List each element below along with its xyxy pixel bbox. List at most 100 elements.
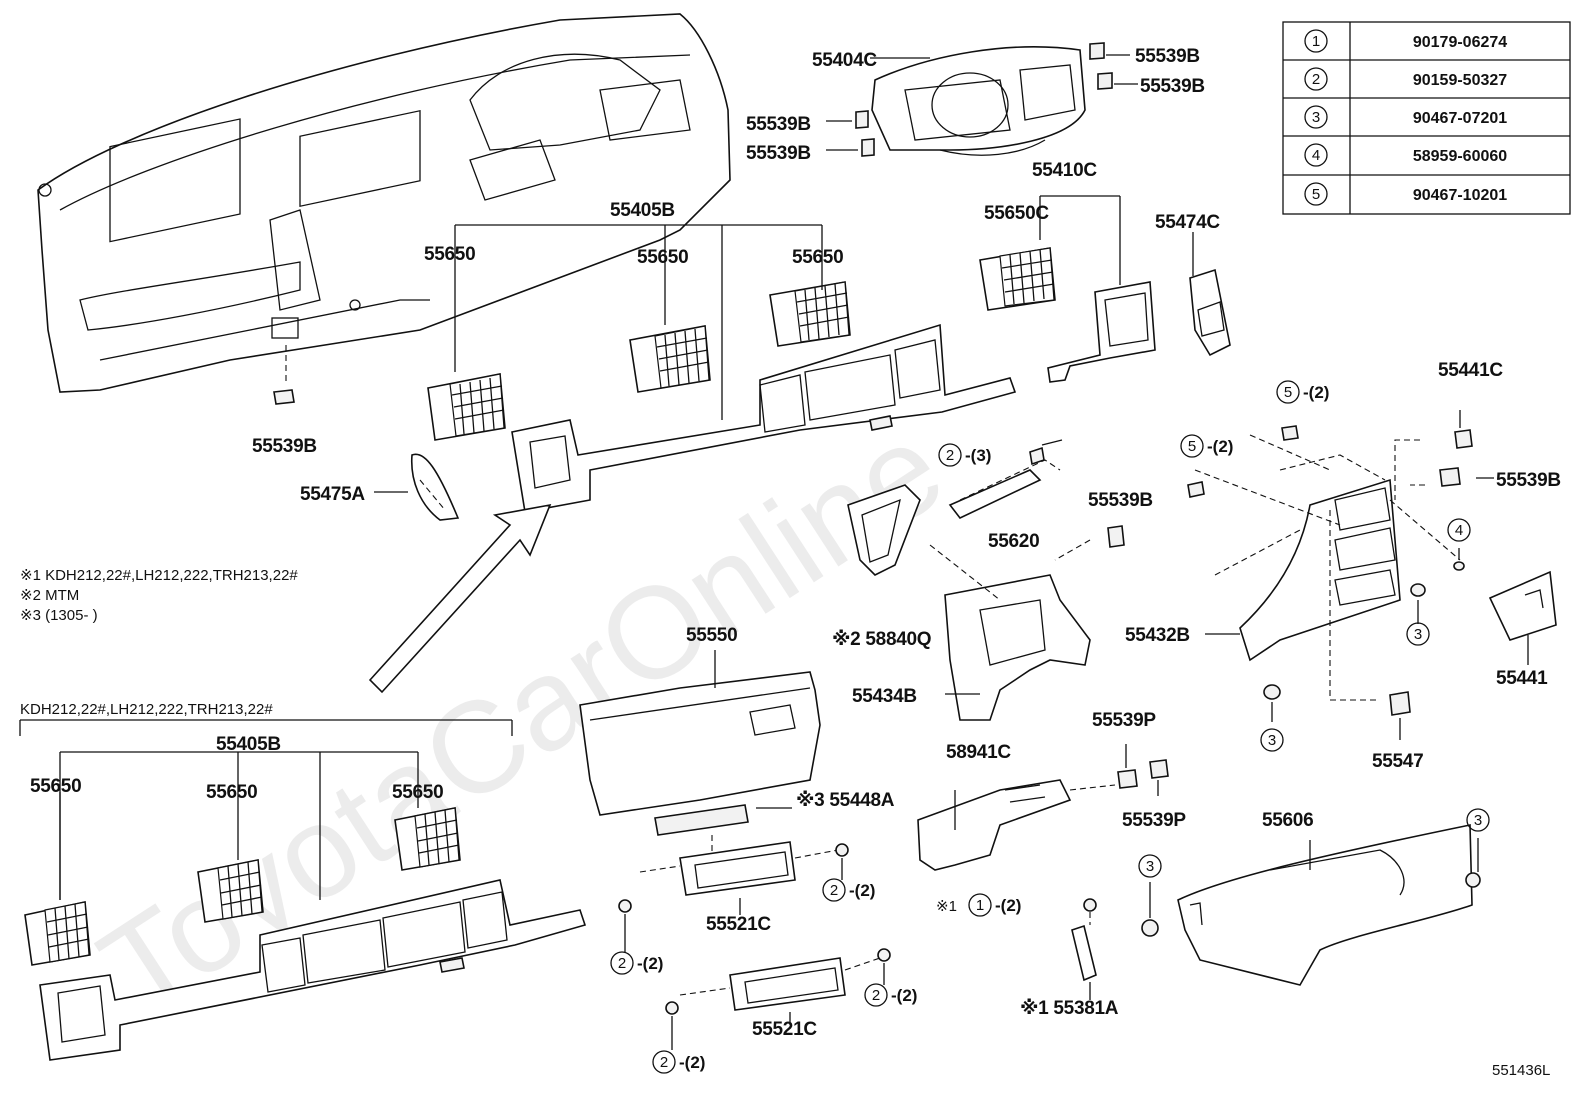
table-row: 2 90159-50327 — [1304, 67, 1507, 91]
label-55434B: 55434B — [852, 686, 917, 707]
label-55405B: 55405B — [610, 200, 675, 221]
bezel-55410C-drawing — [1047, 281, 1156, 383]
panel-55434B-drawing — [944, 525, 1125, 721]
bracket-55620-drawing — [948, 446, 1061, 519]
label-55650: 55650 — [30, 776, 81, 797]
table-part-number: 90179-06274 — [1413, 34, 1507, 51]
direction-arrow — [368, 503, 552, 694]
table-key: 4 — [1312, 147, 1320, 164]
label-ref-quantity: -(2) — [637, 954, 663, 973]
clip-55381A-drawing — [1071, 898, 1097, 982]
dashboard-frame-drawing — [37, 13, 731, 393]
label-55550: 55550 — [686, 625, 737, 646]
cluster-bezel-55404C-drawing — [855, 42, 1113, 157]
label-note-marker: ※1 — [936, 898, 957, 915]
label-55650C: 55650C — [984, 203, 1049, 224]
reference-table: 1 90179-06274 2 90159-50327 3 90467-0720… — [1282, 21, 1571, 215]
clip-55539B-right-drawing — [1439, 467, 1461, 487]
label-55521C: 55521C — [706, 914, 771, 935]
label-ref-2: 2 — [830, 882, 838, 899]
table-part-number: 90467-07201 — [1413, 110, 1507, 127]
label-55650: 55650 — [206, 782, 257, 803]
label-58840Q: ※2 58840Q — [832, 629, 931, 650]
clip-3-c-drawing — [1141, 919, 1159, 937]
label-ref-quantity: -(2) — [995, 896, 1021, 915]
label-55650: 55650 — [392, 782, 443, 803]
clip-3-d-drawing — [1465, 872, 1481, 888]
label-ref-2: 2 — [872, 987, 880, 1004]
table-row: 5 90467-10201 — [1304, 182, 1507, 206]
label-55405B: 55405B — [216, 734, 281, 755]
label-55448A: ※3 55448A — [796, 790, 895, 811]
label-ref-3: 3 — [1268, 732, 1276, 749]
table-part-number: 58959-60060 — [1413, 148, 1507, 165]
label-55650: 55650 — [637, 247, 688, 268]
label-ref-quantity: -(2) — [1207, 437, 1233, 456]
vent-55650-right-drawing — [769, 281, 851, 347]
label-55606: 55606 — [1262, 810, 1313, 831]
clip-3-b-drawing — [1263, 684, 1281, 700]
label-55539P: 55539P — [1122, 810, 1186, 831]
vent-55650C-drawing — [979, 247, 1056, 311]
clip-55547-drawing — [1389, 691, 1411, 716]
clip-55539P-a-drawing — [1117, 769, 1138, 789]
table-key: 3 — [1312, 109, 1320, 126]
label-ref-5: 5 — [1284, 384, 1292, 401]
note-2: ※2 MTM — [20, 587, 79, 604]
label-ref-quantity: -(2) — [891, 986, 917, 1005]
trim-55441-drawing — [1488, 570, 1557, 641]
label-ref-1: 1 — [976, 897, 984, 914]
label-55539B: 55539B — [1135, 46, 1200, 67]
label-ref-quantity: -(2) — [849, 881, 875, 900]
label-55650: 55650 — [424, 244, 475, 265]
bolt-2-a-drawing — [835, 843, 849, 857]
table-row: 1 90179-06274 — [1304, 29, 1507, 53]
label-ref-4: 4 — [1455, 522, 1463, 539]
bolt-2-d-drawing — [665, 1001, 679, 1015]
clip-5-b-drawing — [1187, 481, 1205, 498]
trim-55475A-drawing — [410, 453, 460, 521]
table-row: 3 90467-07201 — [1304, 105, 1507, 129]
label-ref-2: 2 — [946, 447, 954, 464]
clip-55539B-frame — [273, 389, 295, 405]
label-ref-2: 2 — [618, 955, 626, 972]
clip-55441C-drawing — [1454, 429, 1473, 449]
label-ref-quantity: -(2) — [679, 1053, 705, 1072]
table-key: 5 — [1312, 186, 1320, 203]
bracket-55521C-lower-drawing — [679, 957, 881, 1011]
bolt-2-b-drawing — [618, 899, 632, 913]
label-55410C: 55410C — [1032, 160, 1097, 181]
variant-vent-55650-right-drawing — [394, 807, 461, 871]
table-part-number: 90467-10201 — [1413, 187, 1507, 204]
label-55539B: 55539B — [746, 114, 811, 135]
label-ref-2: 2 — [660, 1054, 668, 1071]
panel-55432B-drawing — [1239, 478, 1401, 662]
lower-panel-55405B-drawing — [511, 323, 1017, 513]
label-55539B: 55539B — [252, 436, 317, 457]
note-1: ※1 KDH212,22#,LH212,222,TRH213,22# — [20, 567, 298, 584]
label-55539B: 55539B — [1088, 490, 1153, 511]
panel-55606-drawing — [1177, 824, 1473, 986]
label-ref-5: 5 — [1188, 438, 1196, 455]
glove-box-55550-drawing — [579, 671, 821, 816]
label-ref-3: 3 — [1146, 858, 1154, 875]
label-55539B: 55539B — [746, 143, 811, 164]
table-key: 2 — [1312, 71, 1320, 88]
label-55547: 55547 — [1372, 751, 1423, 772]
bolt-2-c-drawing — [877, 948, 891, 962]
label-58941C: 58941C — [946, 742, 1011, 763]
variant-panel-55405B-drawing — [39, 879, 587, 1061]
diagram-id: 551436L — [1492, 1062, 1550, 1079]
trim-58840Q-drawing — [847, 484, 921, 576]
label-55441C: 55441C — [1438, 360, 1503, 381]
pad-55448A-drawing — [654, 804, 749, 836]
trim-55474C-drawing — [1189, 268, 1231, 357]
bracket-55521C-upper-drawing — [639, 841, 839, 896]
clip-55539P-b-drawing — [1149, 759, 1169, 779]
label-55381A: ※1 55381A — [1020, 998, 1119, 1019]
label-55441: 55441 — [1496, 668, 1548, 689]
note-3: ※3 (1305- ) — [20, 607, 98, 624]
label-ref-quantity: -(3) — [965, 446, 991, 465]
